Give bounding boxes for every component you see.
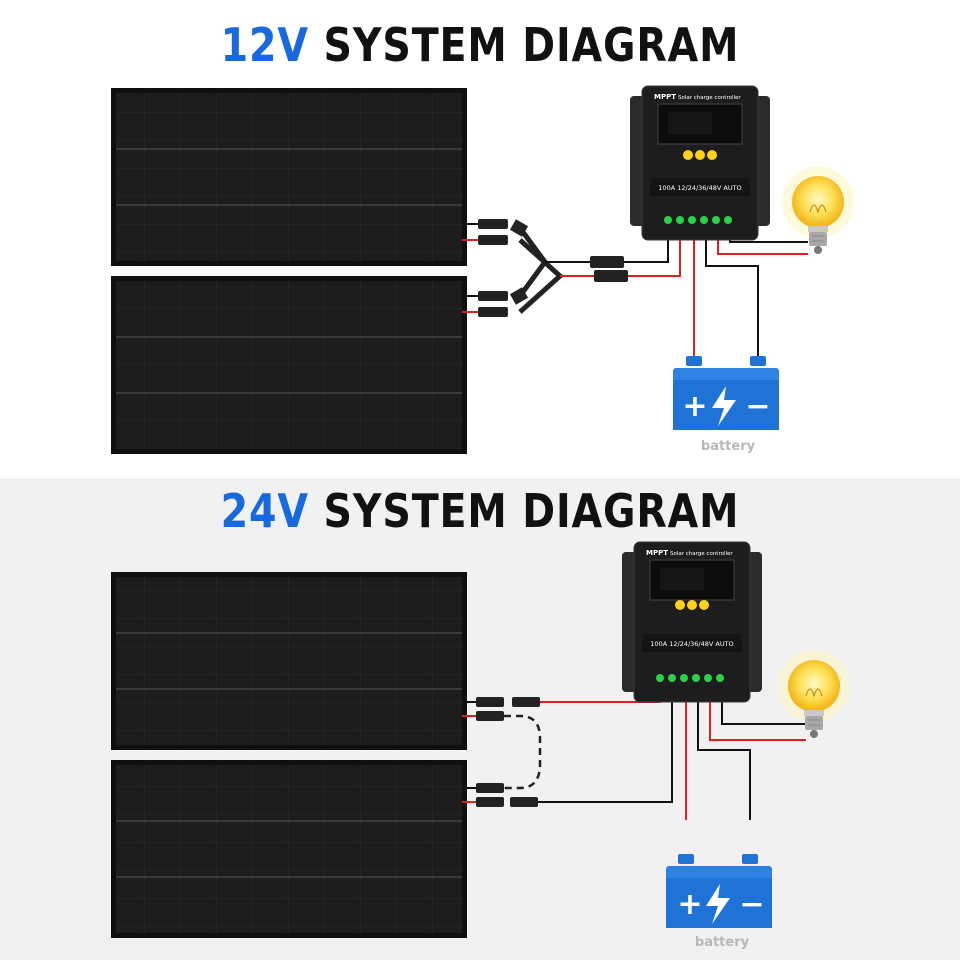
battery-minus: − (745, 389, 770, 424)
solar-panel-icon (111, 276, 467, 454)
battery-icon (666, 854, 772, 928)
solar-panel-icon (111, 88, 467, 266)
section-12v: 12V SYSTEM DIAGRAM (0, 0, 960, 478)
y-branch-connector-icon (509, 219, 628, 314)
controller-brand: MPPT (654, 93, 676, 101)
diagram-title-12v: 12V SYSTEM DIAGRAM (67, 18, 893, 72)
controller-name: Solar charge controller (670, 551, 733, 557)
section-24v: 24V SYSTEM DIAGRAM (0, 478, 960, 960)
battery-minus: − (739, 887, 764, 922)
battery-label: battery (701, 439, 756, 454)
title-text: SYSTEM DIAGRAM (323, 18, 740, 72)
controller-brand: MPPT (646, 549, 668, 557)
battery-label: battery (695, 935, 750, 950)
title-voltage: 12V (220, 18, 309, 72)
charge-controller-icon (622, 541, 762, 703)
controller-rating: 100A 12/24/36/48V AUTO (650, 640, 733, 648)
battery-plus: + (682, 389, 707, 424)
charge-controller-icon (630, 85, 770, 241)
wiring-diagram-12v: MPPT Solar charge controller 100A 12/24/… (111, 85, 854, 454)
mc4-connector-icon (462, 219, 508, 317)
battery-plus: + (677, 887, 702, 922)
light-bulb-icon (782, 166, 854, 254)
controller-name: Solar charge controller (678, 95, 741, 101)
mc4-connector-icon (462, 697, 540, 807)
diagram-title-24v: 24V SYSTEM DIAGRAM (67, 484, 893, 538)
controller-rating: 100A 12/24/36/48V AUTO (658, 184, 741, 192)
light-bulb-icon (778, 650, 850, 738)
battery-icon (673, 356, 779, 430)
solar-panel-icon (111, 760, 467, 938)
solar-panel-icon (111, 572, 467, 750)
title-voltage: 24V (220, 484, 309, 538)
series-jumper-wire (504, 714, 542, 790)
wiring-diagram-24v: MPPT Solar charge controller 100A 12/24/… (111, 541, 850, 950)
title-text: SYSTEM DIAGRAM (323, 484, 740, 538)
